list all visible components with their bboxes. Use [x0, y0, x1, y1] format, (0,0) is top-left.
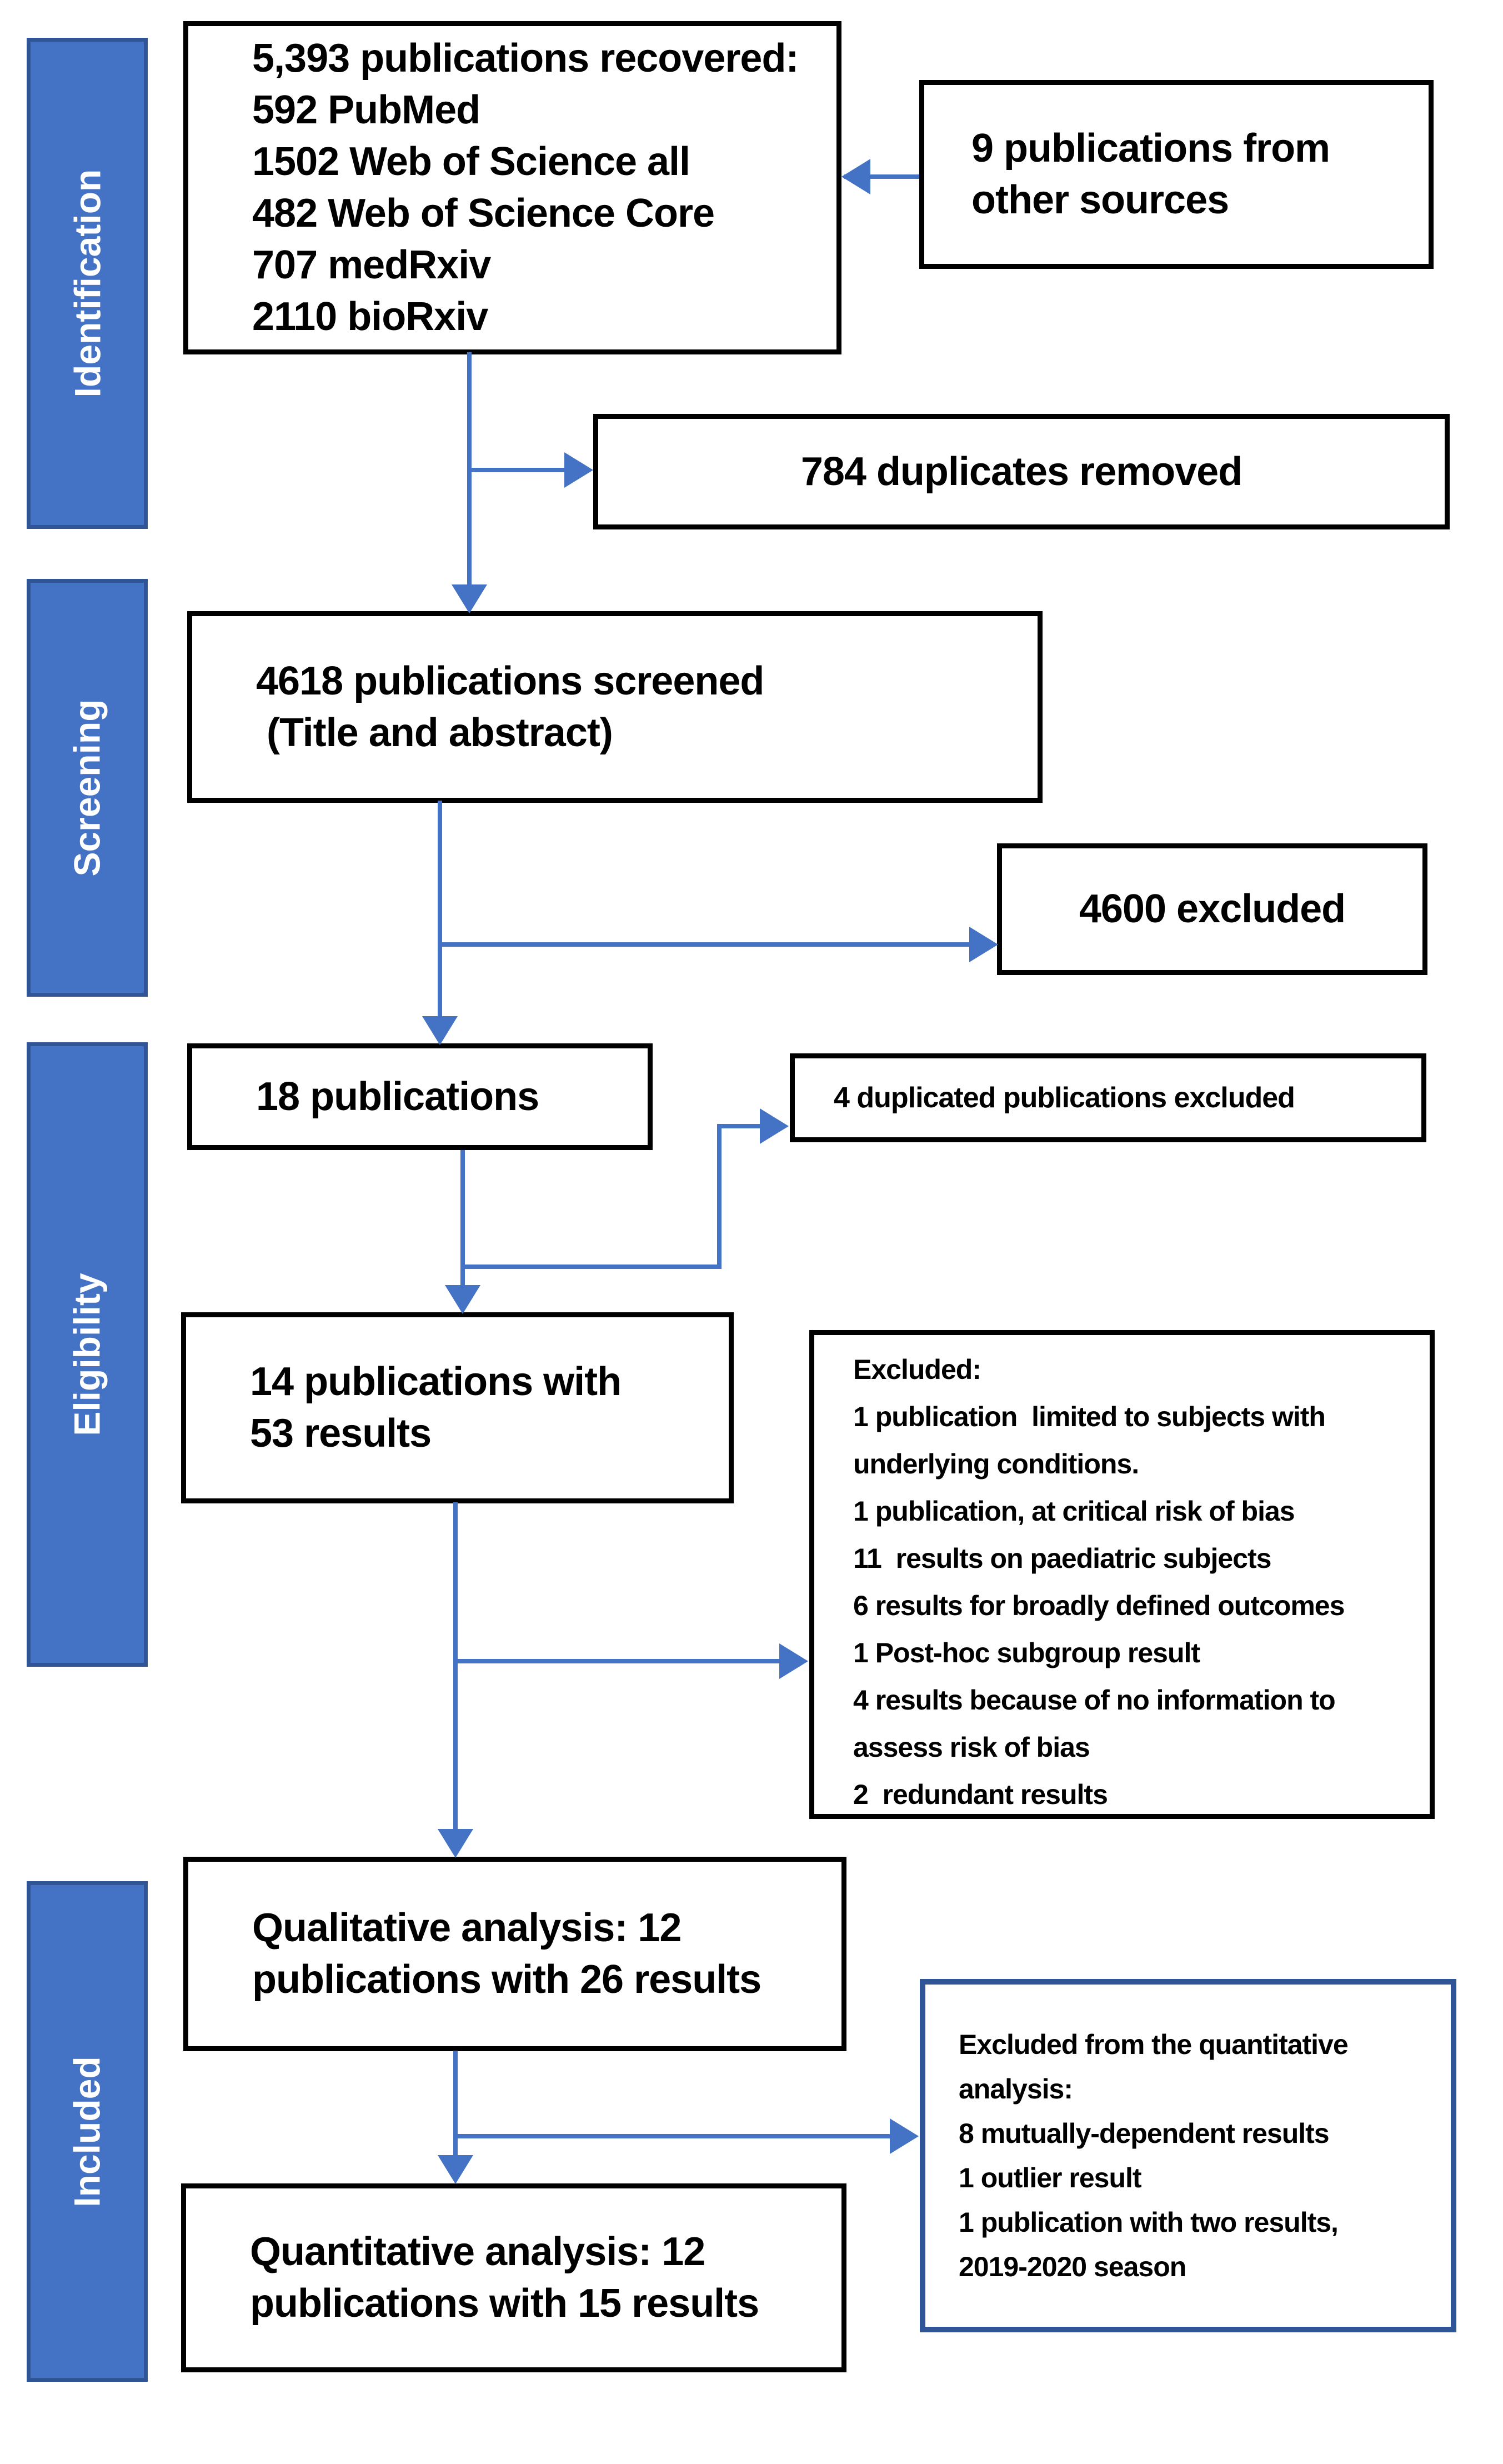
arrowhead-down-into-quantitative: [438, 2155, 473, 2184]
arrowhead-right-into-excluded-detail: [779, 1643, 808, 1679]
arrowhead-down-into-14-publications: [445, 1285, 480, 1314]
box-excluded-4600: 4600 excluded: [997, 843, 1427, 975]
box-excluded-quantitative-text: Excluded from the quantitative analysis:…: [959, 2029, 1349, 2282]
stage-label-eligibility: Eligibility: [67, 1273, 108, 1436]
connector-branch-duplicated-excluded-top: [719, 1124, 761, 1128]
arrowhead-right-into-duplicates-removed: [564, 452, 593, 488]
connector-branch-duplicated-excluded-horizontal: [463, 1265, 722, 1269]
stage-bar-eligibility: Eligibility: [27, 1042, 148, 1667]
box-quantitative-analysis: Quantitative analysis: 12 publications w…: [181, 2183, 846, 2372]
box-other-sources: 9 publications from other sources: [919, 80, 1434, 269]
stage-label-identification: Identification: [67, 169, 108, 398]
connector-branch-excluded-quantitative-line: [455, 2134, 891, 2138]
stage-bar-identification: Identification: [27, 38, 148, 529]
box-quantitative-analysis-text: Quantitative analysis: 12 publications w…: [250, 2230, 759, 2326]
connector-qualitative-to-quantitative-line: [453, 2051, 458, 2156]
box-duplicates-removed-text: 784 duplicates removed: [800, 449, 1243, 494]
arrowhead-right-into-duplicated-excluded: [760, 1108, 789, 1144]
box-duplicates-removed: 784 duplicates removed: [593, 414, 1450, 529]
stage-bar-included: Included: [27, 1881, 148, 2382]
box-excluded-detail: Excluded: 1 publication limited to subje…: [809, 1330, 1435, 1819]
box-14-publications: 14 publications with 53 results: [181, 1312, 734, 1503]
box-qualitative-analysis-text: Qualitative analysis: 12 publications wi…: [252, 1906, 761, 2002]
connector-18-to-14-line: [460, 1150, 465, 1286]
stage-label-included: Included: [67, 2056, 108, 2207]
connector-other-sources-line: [844, 174, 919, 179]
connector-branch-4600-excluded-line: [440, 942, 970, 947]
connector-branch-excluded-detail-line: [455, 1659, 780, 1663]
box-publications-recovered: 5,393 publications recovered: 592 PubMed…: [183, 21, 841, 354]
box-14-publications-text: 14 publications with 53 results: [250, 1360, 622, 1456]
arrowhead-down-into-18-publications: [422, 1016, 458, 1045]
box-publications-screened: 4618 publications screened (Title and ab…: [187, 611, 1043, 803]
box-qualitative-analysis: Qualitative analysis: 12 publications wi…: [183, 1857, 846, 2051]
connector-14-to-qualitative-line: [453, 1502, 458, 1830]
box-excluded-detail-text: Excluded: 1 publication limited to subje…: [853, 1354, 1345, 1810]
box-duplicated-publications-excluded: 4 duplicated publications excluded: [790, 1053, 1426, 1142]
stage-label-screening: Screening: [67, 699, 108, 877]
arrowhead-right-into-4600-excluded: [969, 927, 998, 962]
connector-branch-duplicated-excluded-vertical: [717, 1124, 722, 1269]
box-duplicated-publications-excluded-text: 4 duplicated publications excluded: [834, 1081, 1295, 1114]
connector-screened-to-18-line: [438, 801, 442, 1017]
box-excluded-quantitative: Excluded from the quantitative analysis:…: [920, 1979, 1456, 2332]
connector-branch-duplicates-removed-line: [469, 468, 567, 472]
box-publications-recovered-text: 5,393 publications recovered: 592 PubMed…: [252, 36, 799, 339]
box-18-publications: 18 publications: [187, 1043, 653, 1150]
arrowhead-down-into-screened: [452, 584, 487, 613]
box-publications-screened-text: 4618 publications screened (Title and ab…: [256, 658, 764, 755]
box-18-publications-text: 18 publications: [256, 1074, 539, 1119]
stage-bar-screening: Screening: [27, 579, 148, 997]
arrowhead-down-into-qualitative: [438, 1829, 473, 1858]
box-excluded-4600-text: 4600 excluded: [1079, 887, 1346, 931]
arrowhead-left-into-recovered: [841, 159, 870, 194]
box-other-sources-text: 9 publications from other sources: [971, 126, 1330, 222]
arrowhead-right-into-excluded-quantitative: [890, 2118, 919, 2154]
